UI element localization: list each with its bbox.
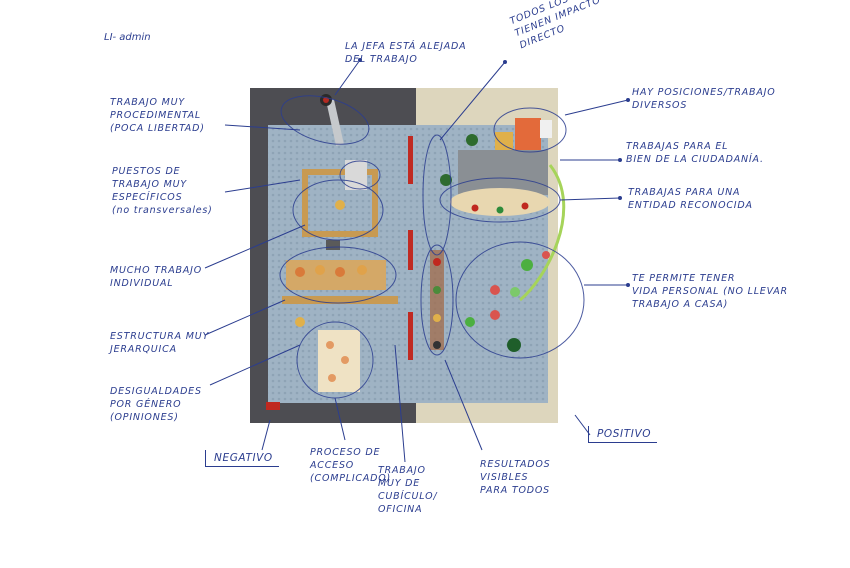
leader-line bbox=[439, 61, 506, 141]
annotation-ellipse bbox=[422, 134, 452, 256]
leader-line bbox=[334, 59, 361, 96]
leader-line bbox=[334, 397, 346, 441]
road-dash bbox=[408, 312, 413, 360]
green-hose bbox=[519, 164, 566, 302]
leader-line bbox=[204, 224, 306, 269]
note-entidad: TRABAJAS PARA UNA ENTIDAD RECONOCIDA bbox=[628, 187, 753, 211]
annotation-ellipse bbox=[493, 107, 567, 153]
annotation-ellipse bbox=[420, 244, 454, 356]
access-tile bbox=[318, 330, 360, 392]
annotation-ellipse bbox=[279, 246, 397, 304]
annotation-ellipse bbox=[339, 160, 381, 190]
leader-line bbox=[394, 344, 406, 463]
note-puestos: PUESTOS DE TRABAJO MUY ESPECÍFICOS (no t… bbox=[112, 166, 213, 216]
label-positivo: POSITIVO bbox=[588, 426, 658, 443]
annotation-ellipse bbox=[280, 95, 370, 145]
road-dash bbox=[408, 230, 413, 270]
town-hall-block bbox=[458, 150, 548, 195]
road-dash bbox=[408, 136, 413, 184]
annotation-ellipse bbox=[292, 179, 384, 241]
note-ciudadania: TRABAJAS PARA EL BIEN DE LA CIUDADANÍA. bbox=[626, 141, 764, 165]
leader-line bbox=[204, 299, 286, 336]
leader-line bbox=[224, 179, 301, 193]
note-vida-personal: TE PERMITE TENER VIDA PERSONAL (NO LLEVA… bbox=[632, 273, 788, 310]
leader-line bbox=[261, 419, 271, 451]
leader-line bbox=[574, 414, 591, 436]
note-cubiculo: TRABAJO MUY DE CUBÍCULO/ OFICINA bbox=[378, 465, 438, 515]
red-brick bbox=[266, 402, 280, 410]
leader-line bbox=[224, 124, 301, 131]
note-resultados: RESULTADOS VISIBLES PARA TODOS bbox=[480, 459, 551, 496]
annotation-ellipse bbox=[455, 241, 585, 359]
leader-line bbox=[444, 359, 483, 451]
label-negativo: NEGATIVO bbox=[205, 450, 279, 467]
note-jefa: LA JEFA ESTÁ ALEJADA DEL TRABAJO bbox=[345, 41, 467, 65]
sheet-title: LI- admin bbox=[104, 32, 151, 43]
hierarchy-bar bbox=[282, 296, 398, 304]
leader-line bbox=[209, 344, 301, 386]
leader-line bbox=[559, 197, 621, 201]
note-desigualdades: DESIGUALDADES POR GÉNERO (OPINIONES) bbox=[110, 386, 202, 423]
note-individual: MUCHO TRABAJO INDIVIDUAL bbox=[110, 265, 203, 289]
people-column bbox=[430, 250, 444, 350]
note-proceso: PROCESO DE ACCESO (COMPLICADO) bbox=[310, 447, 392, 484]
note-posiciones: HAY POSICIONES/TRABAJO DIVERSOS bbox=[632, 87, 776, 111]
green-plant bbox=[521, 259, 533, 271]
leader-line bbox=[564, 99, 629, 116]
note-jerarquica: ESTRUCTURA MUY JERARQUICA bbox=[110, 331, 210, 355]
note-procedimental: TRABAJO MUY PROCEDIMENTAL (POCA LIBERTAD… bbox=[110, 97, 205, 134]
